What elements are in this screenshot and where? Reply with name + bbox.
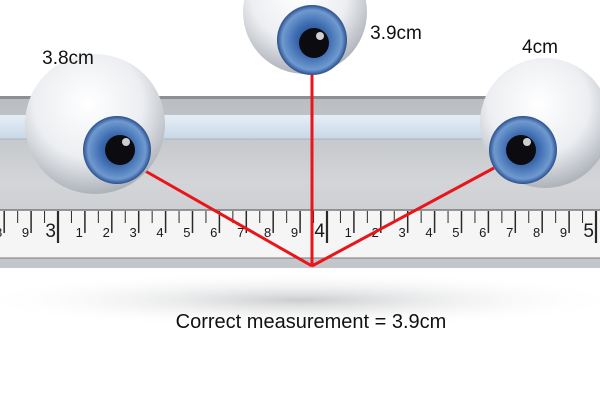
ruler-tick-label-major: 3 (45, 221, 56, 242)
ruler-tick-label: 2 (103, 225, 110, 240)
ruler-tick-label: 7 (506, 225, 513, 240)
ruler-tick-labels: 89312345678941234567895 (0, 221, 594, 242)
sight-line-left (139, 166, 313, 268)
ruler-tick-label: 5 (183, 225, 190, 240)
eye-left-reading: 3.8cm (42, 48, 94, 69)
ruler-ticks (3, 211, 598, 243)
caption: Correct measurement = 3.9cm (176, 311, 447, 333)
ruler-tick-label-major: 5 (583, 221, 594, 242)
pupil (506, 135, 536, 165)
sight-line-right (311, 166, 495, 268)
eye-left (25, 54, 165, 194)
ruler-tick-label: 5 (452, 225, 459, 240)
ruler-tick-label: 8 (0, 225, 2, 240)
ruler-tick-label: 8 (533, 225, 540, 240)
eye-highlight (122, 138, 130, 146)
ruler-tick-label: 8 (264, 225, 271, 240)
eye-right-reading: 4cm (522, 37, 558, 58)
ruler-tick-label: 1 (76, 225, 83, 240)
ruler-top-edge (0, 96, 600, 99)
ruler-tick-label: 6 (210, 225, 217, 240)
eye-highlight (316, 32, 324, 40)
ruler-tick-label: 4 (156, 225, 163, 240)
ruler-tick-label: 9 (560, 225, 567, 240)
ruler-tick-label-major: 4 (314, 221, 325, 242)
ruler-tick-label: 6 (479, 225, 486, 240)
eye-highlight (523, 138, 531, 146)
eye-center-reading: 3.9cm (370, 23, 422, 44)
ruler-tick-label: 9 (291, 225, 298, 240)
pupil (299, 28, 329, 58)
eye-center (243, 0, 367, 75)
ruler-tick-label: 3 (129, 225, 136, 240)
ruler-tick-label: 3 (398, 225, 405, 240)
ruler-tick-label: 7 (237, 225, 244, 240)
ruler-shadow (0, 272, 600, 328)
sight-lines (139, 64, 495, 268)
ruler-tick-label: 4 (425, 225, 432, 240)
pupil (105, 135, 135, 165)
eye-right (480, 58, 600, 188)
ruler-tick-label: 9 (22, 225, 29, 240)
ruler-tick-label: 1 (345, 225, 352, 240)
